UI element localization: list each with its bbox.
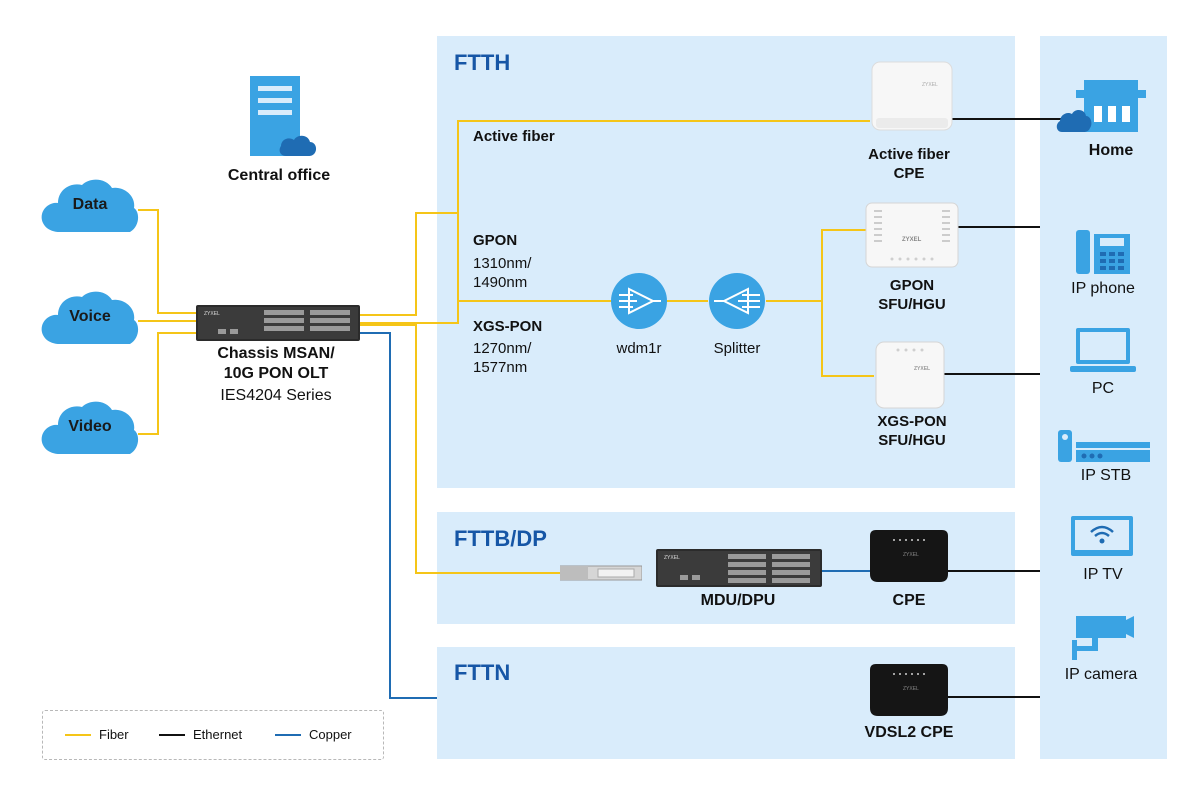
gpon-device-label-2: SFU/HGU — [878, 296, 946, 313]
xgspon-wavelength-1: 1270nm/ — [473, 340, 532, 357]
gpon-wavelength-2: 1490nm — [473, 274, 528, 291]
active-fiber-cpe-device: ZYXEL — [870, 60, 954, 137]
svg-text:ZYXEL: ZYXEL — [903, 686, 919, 692]
legend-ethernet-label: Ethernet — [193, 727, 243, 742]
data-label: Data — [72, 196, 108, 213]
fttb-cpe-device: ZYXEL — [870, 530, 948, 589]
fiber-line-xgs — [358, 301, 459, 324]
ip-tv-icon — [1071, 516, 1135, 563]
server-icon — [250, 76, 320, 165]
data-cloud: Data — [40, 176, 140, 234]
ip-stb-label: IP STB — [1080, 467, 1132, 484]
ip-camera-icon — [1070, 614, 1136, 667]
mdu-dpu-device: ZYXEL — [656, 549, 822, 592]
voice-cloud: Voice — [40, 288, 140, 346]
sfp-module — [559, 563, 643, 588]
home-label: Home — [1088, 142, 1134, 159]
legend-ethernet: Ethernet — [159, 727, 242, 742]
fiber-line-fttb — [358, 324, 560, 574]
ftth-title: FTTH — [454, 50, 511, 75]
active-fiber-cpe-label-2: CPE — [893, 165, 925, 182]
pc-label: PC — [1091, 380, 1115, 397]
legend-fiber: Fiber — [65, 727, 129, 742]
ip-phone-label: IP phone — [1071, 280, 1135, 297]
ip-phone-icon — [1076, 230, 1132, 281]
gpon-hgu-device: ZYXEL — [864, 201, 960, 276]
pc-icon — [1070, 328, 1136, 379]
olt-title-line1: Chassis MSAN/ — [217, 345, 335, 362]
gpon-wavelength-1: 1310nm/ — [473, 255, 532, 272]
legend-fiber-label: Fiber — [99, 727, 129, 742]
active-fiber-cpe-label-1: Active fiber — [868, 146, 950, 163]
olt-series-label: IES4204 Series — [220, 387, 332, 404]
xgspon-device-label-2: SFU/HGU — [878, 432, 946, 449]
olt-title-line2: 10G PON OLT — [223, 365, 329, 382]
endpoints-zone — [1040, 36, 1167, 759]
fiber-line-data — [138, 209, 198, 314]
xgspon-wavelength-2: 1577nm — [473, 359, 528, 376]
legend-copper: Copper — [275, 727, 352, 742]
fiber-line-video — [138, 332, 198, 435]
svg-text:ZYXEL: ZYXEL — [922, 82, 938, 88]
video-label: Video — [68, 418, 112, 435]
svg-text:ZYXEL: ZYXEL — [914, 366, 930, 372]
fiber-line-split-gpon — [766, 229, 866, 302]
mdu-dpu-label: MDU/DPU — [700, 592, 776, 609]
svg-text:ZYXEL: ZYXEL — [664, 555, 680, 561]
gpon-device-label-1: GPON — [889, 277, 935, 294]
fttb-cpe-label: CPE — [892, 592, 926, 609]
xgspon-label: XGS-PON — [473, 318, 543, 335]
splitter-label: Splitter — [713, 340, 761, 357]
copper-line-fttn — [358, 332, 437, 699]
fttb-title: FTTB/DP — [454, 526, 547, 551]
legend: Fiber Ethernet Copper — [42, 710, 384, 760]
olt-chassis: ZYXEL — [196, 305, 360, 346]
wdm-label: wdm1r — [616, 340, 662, 357]
svg-text:ZYXEL: ZYXEL — [902, 237, 922, 243]
home-icon — [1056, 80, 1148, 141]
splitter-icon — [708, 273, 766, 334]
ip-stb-icon — [1058, 430, 1150, 469]
central-office-label: Central office — [227, 167, 331, 184]
fiber-line-ftth — [358, 212, 458, 316]
active-fiber-label: Active fiber — [473, 128, 555, 145]
ip-tv-label: IP TV — [1083, 566, 1123, 583]
legend-copper-label: Copper — [309, 727, 352, 742]
fiber-line-split-xgs — [821, 301, 874, 377]
fttn-title: FTTN — [454, 660, 511, 685]
svg-text:ZYXEL: ZYXEL — [903, 552, 919, 558]
voice-label: Voice — [69, 308, 111, 325]
vdsl2-cpe-label: VDSL2 CPE — [864, 724, 954, 741]
vdsl2-cpe-device: ZYXEL — [870, 664, 948, 723]
wdm-icon — [611, 273, 667, 334]
xgspon-device-label-1: XGS-PON — [877, 413, 947, 430]
gpon-label: GPON — [473, 232, 518, 249]
ip-camera-label: IP camera — [1064, 666, 1138, 683]
video-cloud: Video — [40, 398, 140, 456]
xgspon-hgu-device: ZYXEL — [874, 340, 946, 415]
svg-text:ZYXEL: ZYXEL — [204, 311, 220, 317]
